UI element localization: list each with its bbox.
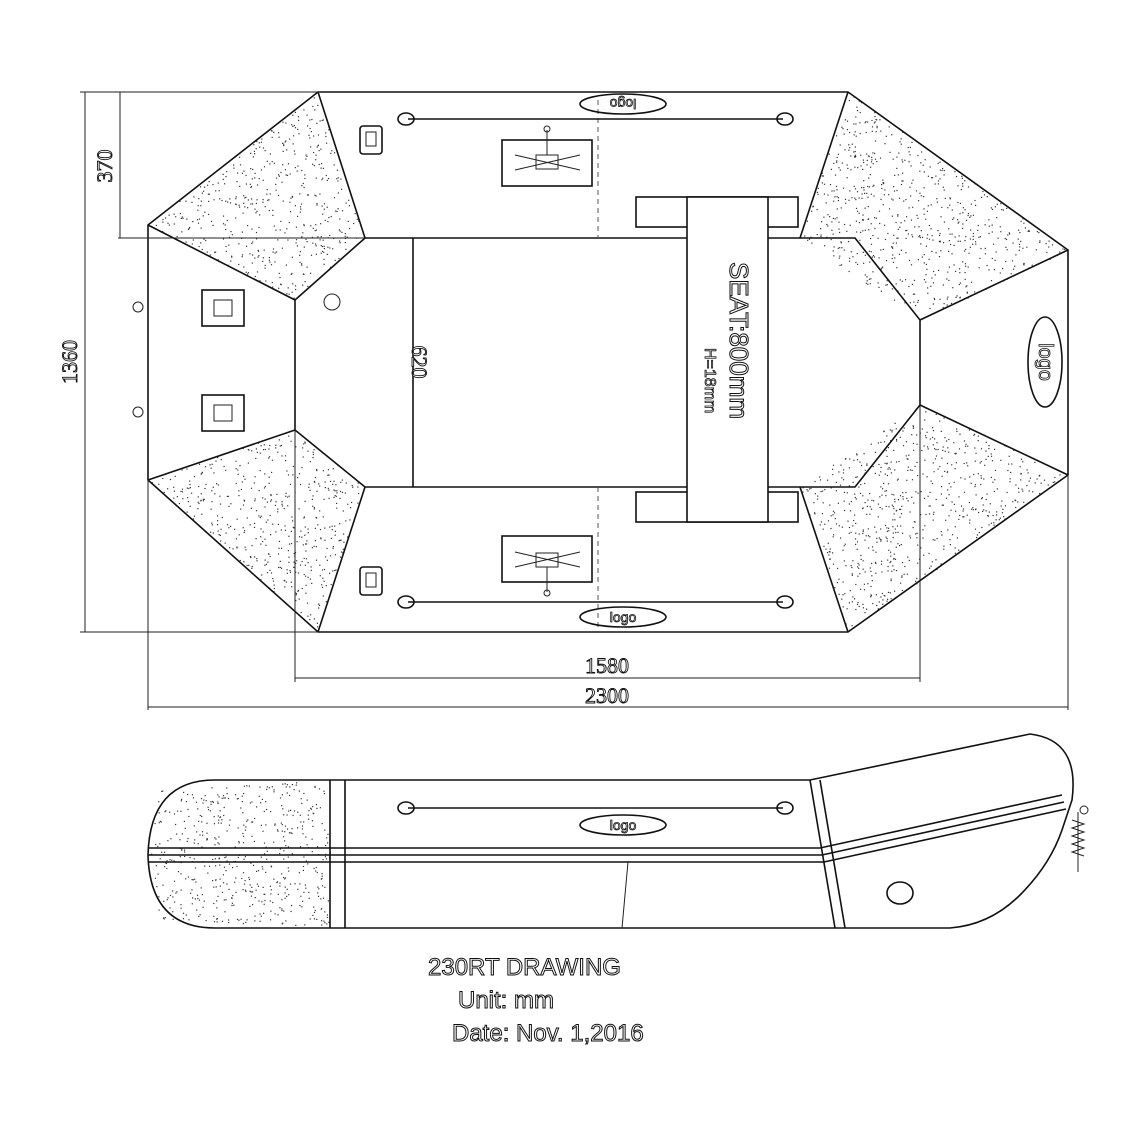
logo-top: logo (610, 96, 637, 112)
seat-height: H=18mm (701, 348, 718, 413)
logo-bottom: logo (610, 609, 637, 625)
dim-620: 620 (407, 346, 432, 379)
dim-1360: 1360 (57, 340, 82, 384)
drain-valve (201, 394, 245, 432)
dim-1580: 1580 (585, 653, 629, 678)
valve-icon (323, 293, 341, 311)
drawing-unit: Unit: mm (458, 987, 554, 1014)
drain-valve (201, 289, 245, 327)
drawing-date: Date: Nov. 1,2016 (452, 1020, 644, 1047)
dim-2300: 2300 (585, 683, 629, 708)
fabric-texture (151, 96, 1066, 926)
seat-label: SEAT:800mm (724, 262, 754, 419)
drawing-title: 230RT DRAWING (428, 954, 621, 981)
seat (686, 196, 769, 523)
dim-370: 370 (92, 150, 117, 183)
title-block: 230RT DRAWING Unit: mm Date: Nov. 1,2016 (428, 954, 645, 1048)
floor-outline (294, 237, 921, 488)
dimension-lines: 370 1360 620 1580 2300 (57, 91, 1069, 710)
logo-bow: logo (1034, 343, 1056, 381)
logo-side: logo (610, 817, 637, 833)
hull-outline (147, 91, 1069, 633)
top-view: SEAT:800mm H=18mm logo logo logo (132, 91, 1069, 633)
valve-icon (886, 881, 914, 905)
side-view: logo (147, 733, 1089, 929)
side-outline (147, 733, 1074, 929)
